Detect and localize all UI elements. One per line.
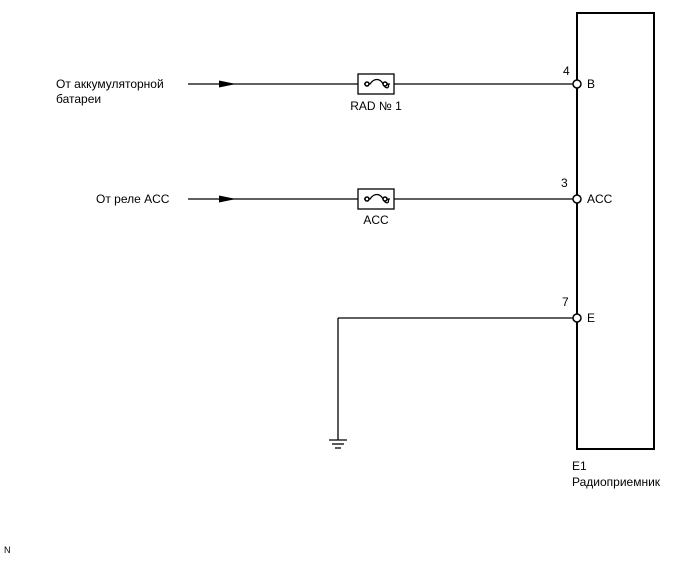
acc-fuse-contact-left (364, 196, 370, 202)
battery-source-label-line2: батареи (56, 92, 101, 106)
battery-arrow-icon (219, 80, 236, 88)
pin-acc-label: ACC (587, 192, 613, 206)
pin-b-terminal (572, 79, 582, 89)
rad-fuse-contact-right (382, 81, 388, 87)
footer-mark: N (4, 545, 11, 555)
pin-acc-number: 3 (561, 176, 568, 190)
pin-b-number: 4 (563, 64, 570, 78)
pin-b-label: B (587, 77, 595, 91)
battery-source-label-line1: От аккумуляторной (56, 77, 164, 91)
component-code: E1 (572, 459, 587, 473)
component-name: Радиоприемник (572, 475, 661, 489)
acc-fuse-contact-right (382, 196, 388, 202)
pin-e-label: E (587, 311, 595, 325)
radio-receiver-box (576, 12, 655, 450)
ground-icon (329, 439, 347, 449)
acc-arrow-icon (219, 195, 236, 203)
pin-e-terminal (572, 313, 582, 323)
pin-acc-terminal (572, 194, 582, 204)
rad-fuse-label: RAD № 1 (350, 99, 402, 113)
pin-e-number: 7 (562, 295, 569, 309)
rad-fuse-contact-left (364, 81, 370, 87)
acc-fuse-label: ACC (363, 213, 389, 227)
acc-relay-source-label: От реле ACC (96, 192, 170, 206)
